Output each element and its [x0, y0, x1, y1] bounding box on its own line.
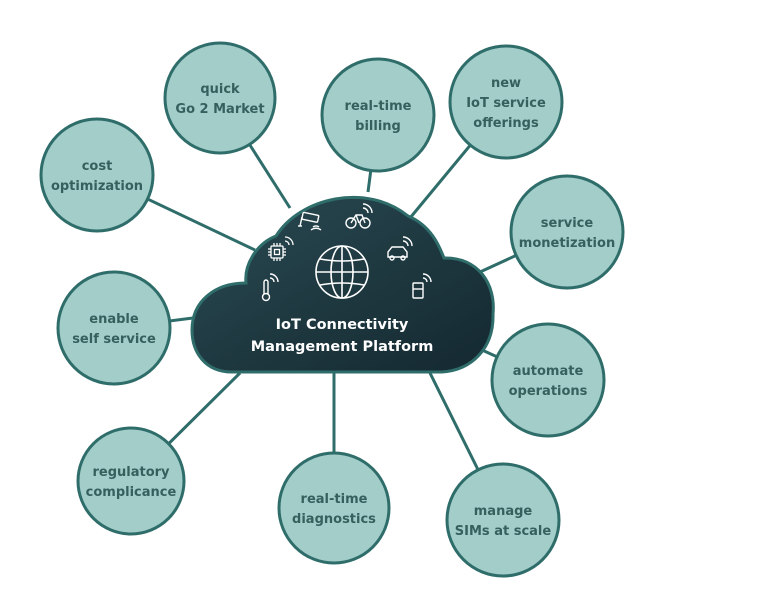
- node-service-monetization: service monetization: [509, 174, 625, 290]
- node-label-line: diagnostics: [292, 512, 376, 527]
- node-label-line: billing: [355, 119, 401, 134]
- car-icon: [387, 236, 413, 261]
- node-quick-go-2-market: quick Go 2 Market: [163, 41, 277, 155]
- node-circle: [490, 322, 606, 438]
- node-label-line: monetization: [519, 236, 615, 251]
- node-circle: [445, 462, 561, 578]
- node-real-time-diagnostics: real-time diagnostics: [277, 451, 391, 565]
- node-label-line: self service: [72, 332, 156, 347]
- node-label-line: SIMs at scale: [455, 524, 552, 539]
- node-label-line: quick: [200, 82, 240, 97]
- node-label-line: optimization: [51, 179, 143, 194]
- node-automate-operations: automate operations: [490, 322, 606, 438]
- node-circle: [448, 44, 564, 160]
- node-label-line: complicance: [86, 485, 177, 500]
- node-circle: [76, 426, 186, 536]
- node-label-line: enable: [89, 312, 139, 327]
- node-cost-optimization: cost optimization: [39, 117, 155, 233]
- node-label-line: offerings: [473, 116, 539, 131]
- node-circle: [277, 451, 391, 565]
- node-circle: [509, 174, 625, 290]
- platform-cloud: IoT Connectivity Management Platform: [190, 195, 495, 374]
- node-circle: [163, 41, 277, 155]
- node-label-line: service: [541, 216, 594, 231]
- node-enable-self-service: enable self service: [56, 270, 172, 386]
- node-label-line: operations: [509, 384, 588, 399]
- bicycle-icon: [345, 203, 373, 229]
- node-label-line: automate: [513, 364, 584, 379]
- node-label-line: Go 2 Market: [175, 102, 264, 117]
- node-regulatory-complicance: regulatory complicance: [76, 426, 186, 536]
- node-label-line: regulatory: [92, 465, 170, 480]
- thermometer-icon: [261, 273, 279, 302]
- node-label-line: real-time: [345, 99, 412, 114]
- node-label-line: cost: [82, 159, 113, 174]
- cctv-camera-icon: [298, 211, 322, 231]
- platform-title-line-2: Management Platform: [251, 339, 434, 355]
- node-circle: [320, 57, 436, 173]
- node-label-line: real-time: [301, 492, 368, 507]
- chip-icon: [268, 236, 294, 261]
- platform-title-line-1: IoT Connectivity: [276, 317, 409, 333]
- node-label-line: IoT service: [466, 96, 546, 111]
- node-circle: [56, 270, 172, 386]
- node-real-time-billing: real-time billing: [320, 57, 436, 173]
- node-circle: [39, 117, 155, 233]
- node-label-line: manage: [474, 504, 533, 519]
- globe-icon: [315, 245, 369, 299]
- fridge-icon: [412, 273, 432, 299]
- node-label-line: new: [491, 76, 521, 91]
